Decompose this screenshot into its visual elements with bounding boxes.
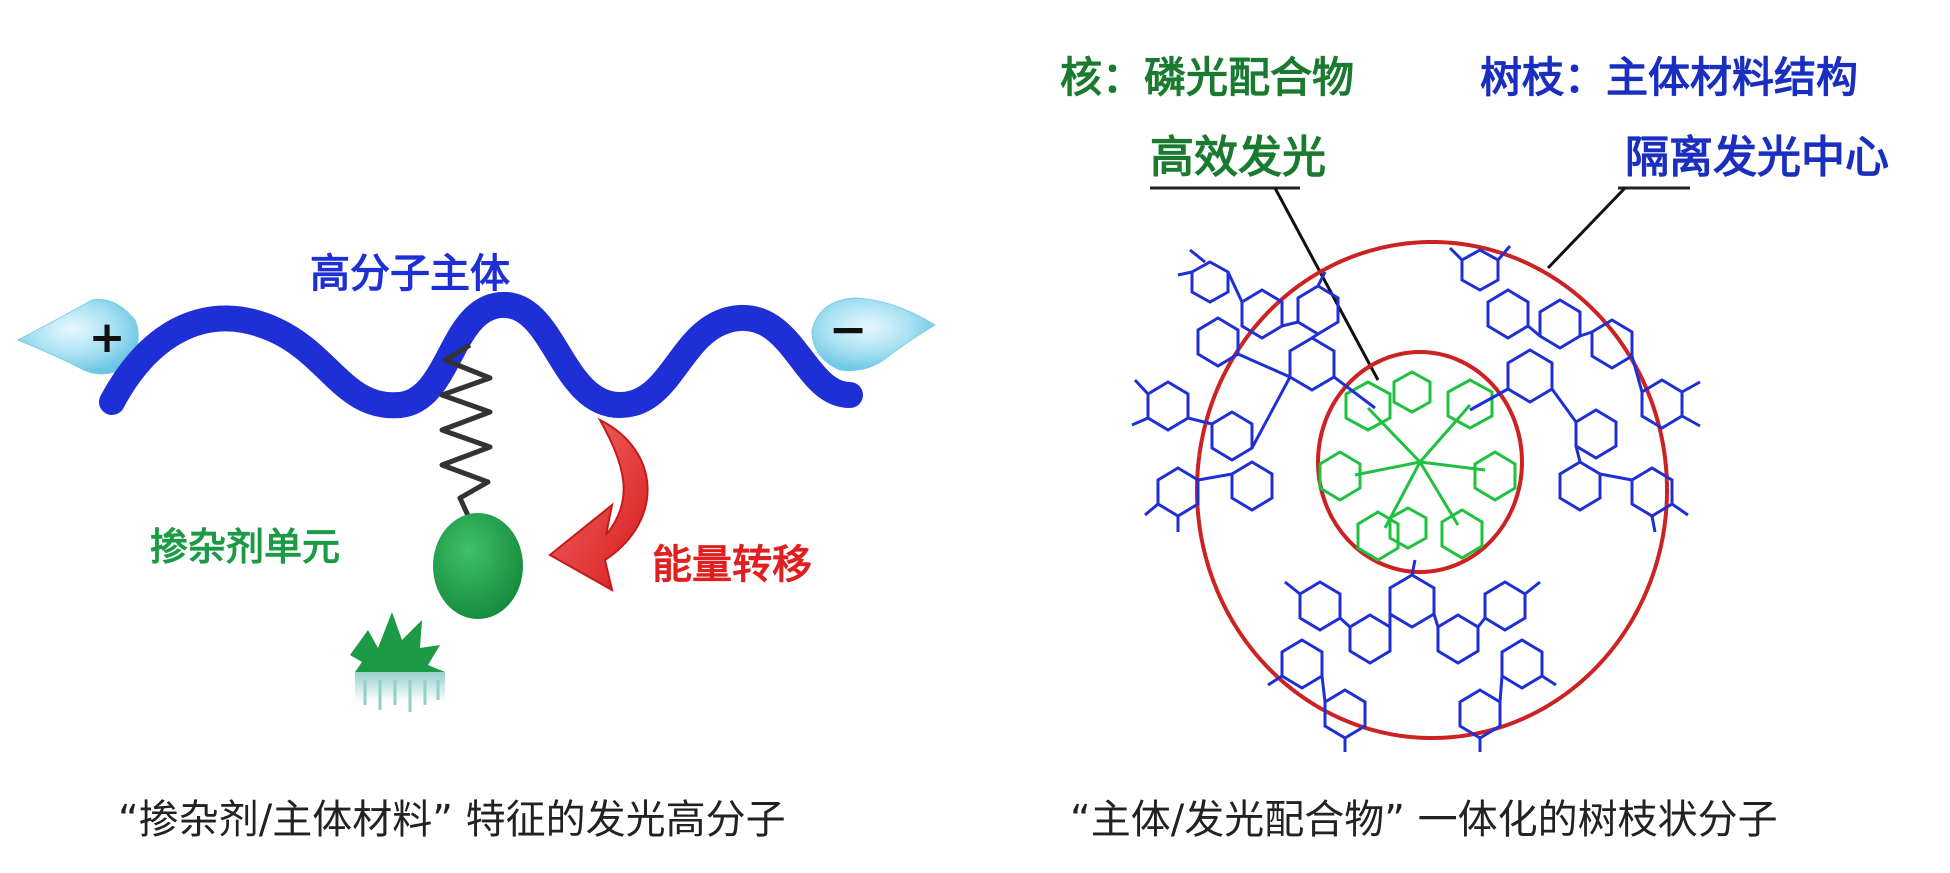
right-panel: 核：磷光配合物 高效发光 树枝：主体材料结构 隔离发光中心 bbox=[1060, 53, 1889, 843]
core-spokes bbox=[1354, 404, 1486, 529]
dendron-arm-top-right bbox=[1448, 245, 1701, 533]
inner-core-circle bbox=[1316, 350, 1524, 574]
negative-charge-bubble: − bbox=[811, 297, 936, 372]
outer-dendron-circle bbox=[1195, 240, 1669, 740]
host-polymer-label: 高分子主体 bbox=[310, 251, 510, 297]
left-caption: “掺杂剂/主体材料” 特征的发光高分子 bbox=[118, 797, 786, 843]
right-caption: “主体/发光配合物” 一体化的树枝状分子 bbox=[1070, 797, 1778, 843]
phosphorescent-core bbox=[1318, 370, 1517, 562]
dopant-unit-label: 掺杂剂单元 bbox=[150, 525, 340, 569]
dendron-label-line1: 树枝：主体材料结构 bbox=[1480, 53, 1858, 102]
core-label-line2: 高效发光 bbox=[1150, 132, 1326, 183]
positive-charge-bubble: + bbox=[16, 298, 139, 375]
energy-transfer-arrow bbox=[548, 417, 649, 592]
dendron-arm-top-left bbox=[1131, 248, 1376, 532]
polymer-backbone bbox=[99, 291, 863, 419]
dendron-label-line2: 隔离发光中心 bbox=[1625, 132, 1889, 183]
emission-burst-icon bbox=[350, 612, 445, 712]
dopant-unit bbox=[433, 513, 523, 619]
core-label-line1: 核：磷光配合物 bbox=[1060, 53, 1354, 102]
energy-transfer-label: 能量转移 bbox=[652, 542, 812, 588]
core-pointer-line bbox=[1273, 187, 1380, 381]
spring-linker bbox=[439, 342, 493, 522]
minus-sign: − bbox=[829, 302, 868, 356]
dendron-arm-bottom bbox=[1267, 559, 1557, 752]
left-panel: + − 高分子主体 掺杂剂单元 bbox=[16, 251, 936, 843]
plus-sign: + bbox=[89, 312, 126, 363]
dendron-pointer-line bbox=[1546, 186, 1627, 270]
